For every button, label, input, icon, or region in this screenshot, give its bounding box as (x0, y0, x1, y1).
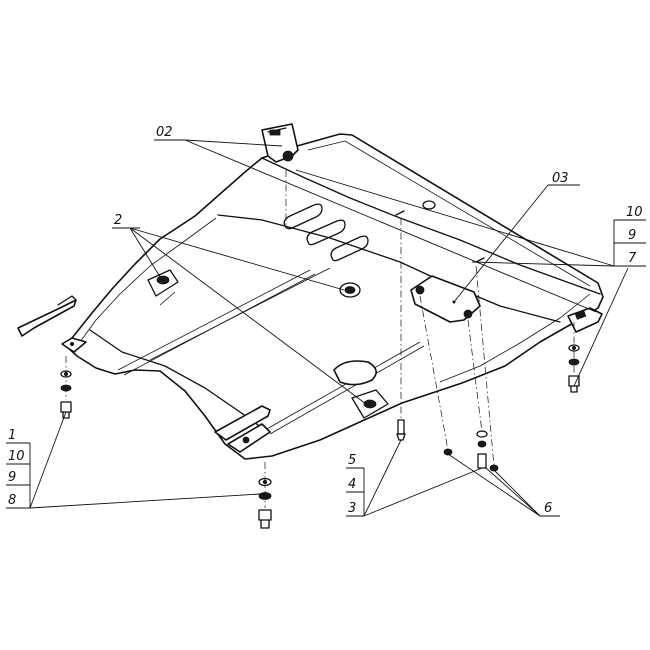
slot-1 (283, 203, 323, 230)
callout-6: 6 (544, 501, 552, 516)
fastener-stack-bottom-left (258, 477, 272, 529)
bracket-slot (269, 129, 281, 136)
rear-left-bracket (214, 405, 271, 453)
callout-3: 3 (348, 501, 356, 516)
callout-8: 8 (8, 493, 16, 508)
callout-4: 4 (348, 477, 356, 492)
fastener-stack-left (60, 370, 72, 419)
fastener-group-6 (443, 430, 499, 472)
callout-9-left: 9 (8, 470, 16, 485)
callout-02: 02 (156, 125, 173, 140)
round-hole (422, 200, 436, 210)
callout-03: 03 (552, 171, 569, 186)
rib-3 (149, 267, 331, 361)
callout-2: 2 (114, 213, 122, 228)
leader-lines (6, 139, 646, 517)
slot-2 (306, 219, 346, 246)
slot-3 (330, 235, 369, 262)
plate-rim-right (439, 293, 591, 383)
access-hatch (410, 275, 481, 323)
mount-bottom (351, 389, 389, 419)
callout-1: 1 (8, 428, 16, 443)
right-bracket (567, 307, 603, 333)
hatch-bolt-1 (415, 285, 425, 295)
mount-mid-blob (333, 360, 377, 386)
mount-center (339, 282, 361, 298)
small-slot-b (475, 257, 485, 263)
rubber-mounts (147, 269, 389, 419)
hatch-bolt-2 (463, 309, 473, 319)
bracket-bolt (282, 150, 294, 162)
bolt-head (60, 401, 72, 413)
fold-line-front (217, 214, 561, 323)
fastener-stack-center (396, 419, 406, 441)
fastener-stack-right (568, 344, 580, 393)
small-slot-a (395, 210, 405, 216)
callout-10-left: 10 (8, 449, 25, 464)
callout-labels: 02 03 2 10 9 7 1 10 9 8 5 4 3 6 (8, 125, 643, 516)
plate-rim-left (79, 217, 217, 343)
assembly-axes (65, 170, 575, 508)
callout-10-right: 10 (626, 205, 643, 220)
plate-rim-top (307, 140, 591, 287)
vent-slots (283, 200, 485, 263)
callout-7: 7 (628, 251, 637, 266)
callout-9-right: 9 (628, 228, 636, 243)
skid-plate-outline (63, 133, 604, 460)
mount-left (147, 269, 179, 297)
bracket-02 (261, 123, 299, 163)
front-left-bracket (17, 295, 87, 353)
skid-plate (63, 133, 604, 460)
callout-5: 5 (348, 453, 356, 468)
fold-line-mid (261, 157, 601, 295)
